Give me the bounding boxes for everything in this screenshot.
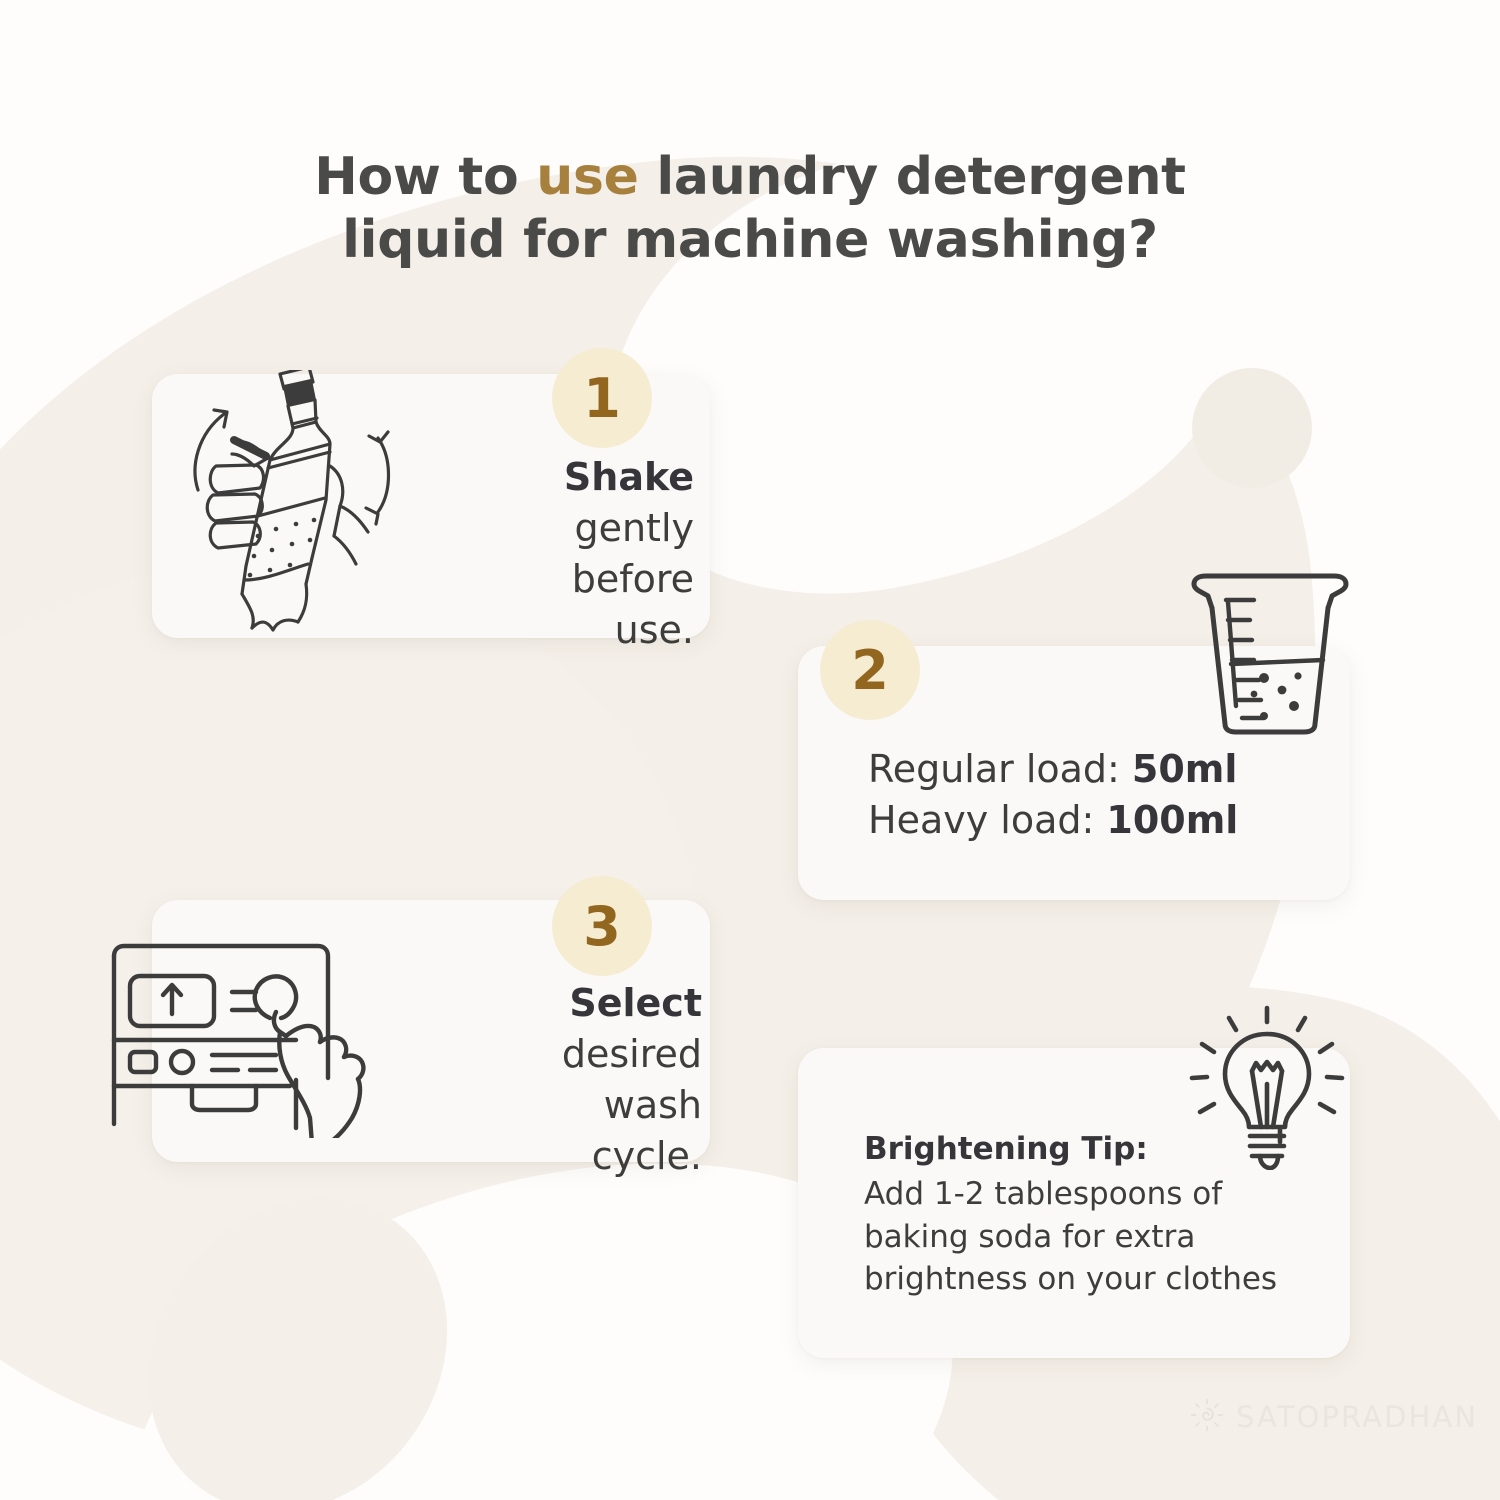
- measuring-cup-icon: [1180, 568, 1360, 748]
- step-1-text-rest: gently before use.: [571, 505, 694, 652]
- step-1-text-bold: Shake: [563, 455, 694, 499]
- page-title-accent: use: [536, 147, 639, 207]
- step-3-text-bold: Select: [569, 981, 702, 1025]
- step-2-regular-value: 50ml: [1131, 747, 1238, 791]
- step-2-regular-label: Regular load:: [868, 747, 1132, 791]
- tip-text: Brightening Tip: Add 1-2 tablespoons of …: [864, 1128, 1294, 1301]
- step-2-heavy-value: 100ml: [1106, 798, 1239, 843]
- step-2-line-2: Heavy load: 100ml: [868, 795, 1288, 846]
- page-title-post: laundry detergent: [638, 147, 1186, 207]
- lightbulb-icon: [1182, 1000, 1352, 1171]
- step-3-text: Select desired wash cycle.: [482, 978, 702, 1182]
- brand-name: SATOPRADHAN: [1236, 1400, 1479, 1434]
- step-badge-2: 2: [820, 620, 920, 720]
- step-2-line-1: Regular load: 50ml: [868, 744, 1288, 795]
- washing-machine-panel-icon: [100, 928, 400, 1147]
- page-title-line-1: How to use laundry detergent: [0, 146, 1500, 209]
- step-2-heavy-label: Heavy load:: [868, 798, 1107, 843]
- page-title-line-2: liquid for machine washing?: [342, 210, 1158, 271]
- step-3-text-rest: desired wash cycle.: [561, 1031, 702, 1178]
- step-badge-1: 1: [552, 348, 652, 448]
- step-badge-2-number: 2: [851, 638, 889, 702]
- step-badge-1-number: 1: [583, 366, 621, 430]
- page-title-pre: How to: [314, 147, 537, 207]
- sun-spiral-logo-icon: [1190, 1398, 1224, 1436]
- brand-logo: SATOPRADHAN: [1190, 1398, 1478, 1436]
- tip-heading: Brightening Tip:: [864, 1131, 1148, 1167]
- hand-shaking-bottle-icon: [180, 365, 410, 640]
- background-circle-accent: [1192, 368, 1312, 488]
- step-2-text: Regular load: 50ml Heavy load: 100ml: [868, 744, 1288, 847]
- step-badge-3: 3: [552, 876, 652, 976]
- step-badge-3-number: 3: [583, 894, 621, 958]
- page-title: How to use laundry detergent liquid for …: [0, 146, 1500, 273]
- tip-body: Add 1-2 tablespoons of baking soda for e…: [864, 1175, 1278, 1298]
- tip-card[interactable]: Brightening Tip: Add 1-2 tablespoons of …: [798, 1005, 1350, 1358]
- step-1-text: Shake gently before use.: [482, 452, 694, 656]
- step-card-1[interactable]: Shake gently before use.: [152, 365, 710, 652]
